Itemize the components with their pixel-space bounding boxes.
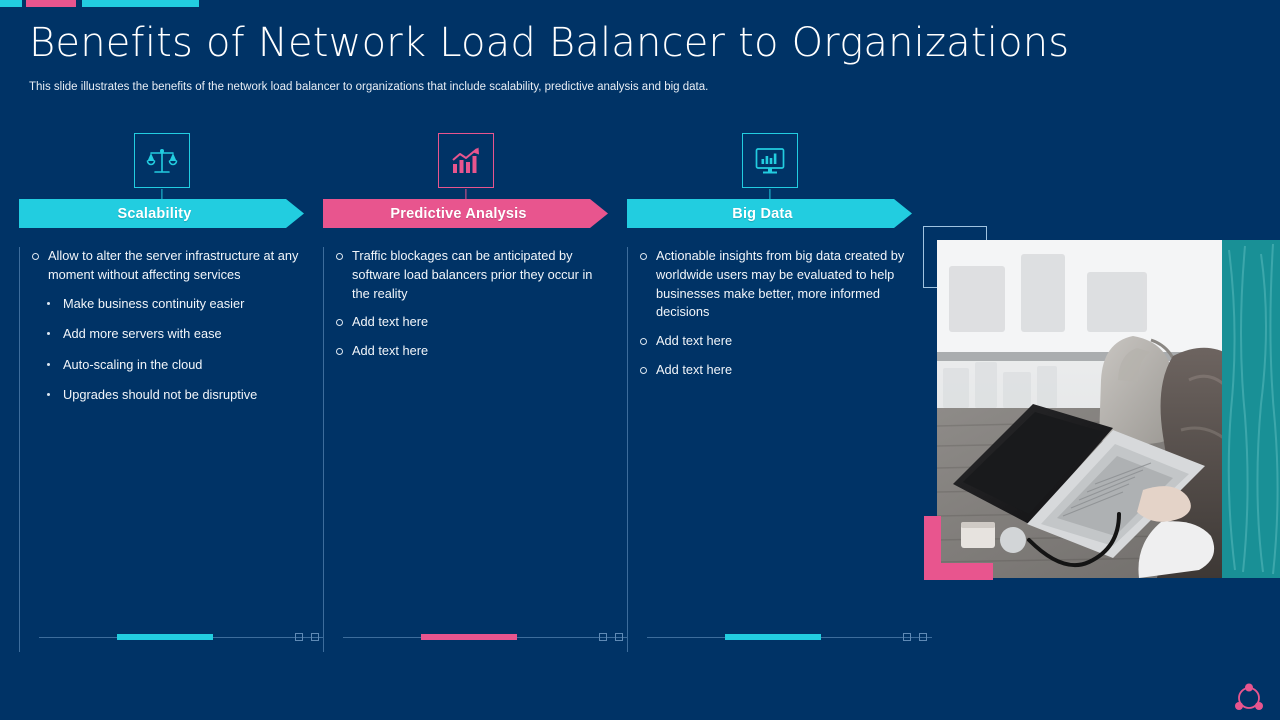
rule-square-1	[599, 633, 607, 641]
rule-accent	[725, 634, 821, 640]
rule-square-2	[311, 633, 319, 641]
banner-big-data[interactable]: Big Data	[627, 199, 912, 228]
rule-square-1	[295, 633, 303, 641]
list-item: Add text here	[628, 332, 912, 351]
icon-connector-line	[768, 189, 771, 201]
rule-accent	[421, 634, 517, 640]
banner-label: Predictive Analysis	[390, 205, 527, 222]
rule-square-2	[919, 633, 927, 641]
bullet-list: Actionable insights from big data create…	[628, 247, 912, 380]
pink-accent-horizontal	[924, 563, 993, 580]
list-item: Actionable insights from big data create…	[628, 247, 912, 322]
list-item: Auto-scaling in the cloud	[42, 356, 304, 374]
slide-title: Benefits of Network Load Balancer to Org…	[29, 20, 1070, 66]
photo-laptop-desk	[937, 240, 1280, 578]
banner-label: Scalability	[117, 205, 192, 222]
banner-label: Big Data	[732, 205, 793, 222]
top-bar-pink	[26, 0, 76, 7]
icon-connector-line	[464, 189, 467, 201]
scales-balance-icon	[133, 133, 190, 201]
panel-predictive-analysis: Traffic blockages can be anticipated by …	[323, 247, 608, 652]
rule-square-2	[615, 633, 623, 641]
rule-accent	[117, 634, 213, 640]
top-bar-cyan-1	[0, 0, 22, 7]
list-item: Traffic blockages can be anticipated by …	[324, 247, 608, 303]
bottom-rule-scalability	[39, 630, 324, 646]
list-item: Add text here	[324, 313, 608, 332]
sub-bullet-list: Make business continuity easier Add more…	[42, 295, 304, 404]
top-accent-bars	[0, 0, 199, 7]
bullet-list: Allow to alter the server infrastructure…	[20, 247, 304, 285]
sub-bullet-wrap: Make business continuity easier Add more…	[20, 295, 304, 404]
three-node-network-logo	[1232, 682, 1266, 712]
bottom-rule-big-data	[647, 630, 932, 646]
bottom-rule-predictive-analysis	[343, 630, 628, 646]
growth-chart-arrow-icon	[437, 133, 494, 201]
bullet-list: Traffic blockages can be anticipated by …	[324, 247, 608, 361]
banner-predictive-analysis[interactable]: Predictive Analysis	[323, 199, 608, 228]
list-item: Add text here	[324, 342, 608, 361]
column-big-data: Big Data Actionable insights from big da…	[627, 133, 912, 652]
monitor-bar-chart-icon	[741, 133, 798, 201]
top-bar-cyan-2	[82, 0, 199, 7]
banner-scalability[interactable]: Scalability	[19, 199, 304, 228]
column-scalability: Scalability Allow to alter the server in…	[19, 133, 304, 652]
panel-scalability: Allow to alter the server infrastructure…	[19, 247, 304, 652]
slide-subtitle: This slide illustrates the benefits of t…	[29, 81, 709, 93]
list-item: Add text here	[628, 361, 912, 380]
list-item: Make business continuity easier	[42, 295, 304, 313]
list-item: Upgrades should not be disruptive	[42, 386, 304, 404]
rule-square-1	[903, 633, 911, 641]
icon-connector-line	[160, 189, 163, 201]
panel-big-data: Actionable insights from big data create…	[627, 247, 912, 652]
column-predictive-analysis: Predictive Analysis Traffic blockages ca…	[323, 133, 608, 652]
list-item: Allow to alter the server infrastructure…	[20, 247, 304, 285]
list-item: Add more servers with ease	[42, 325, 304, 343]
